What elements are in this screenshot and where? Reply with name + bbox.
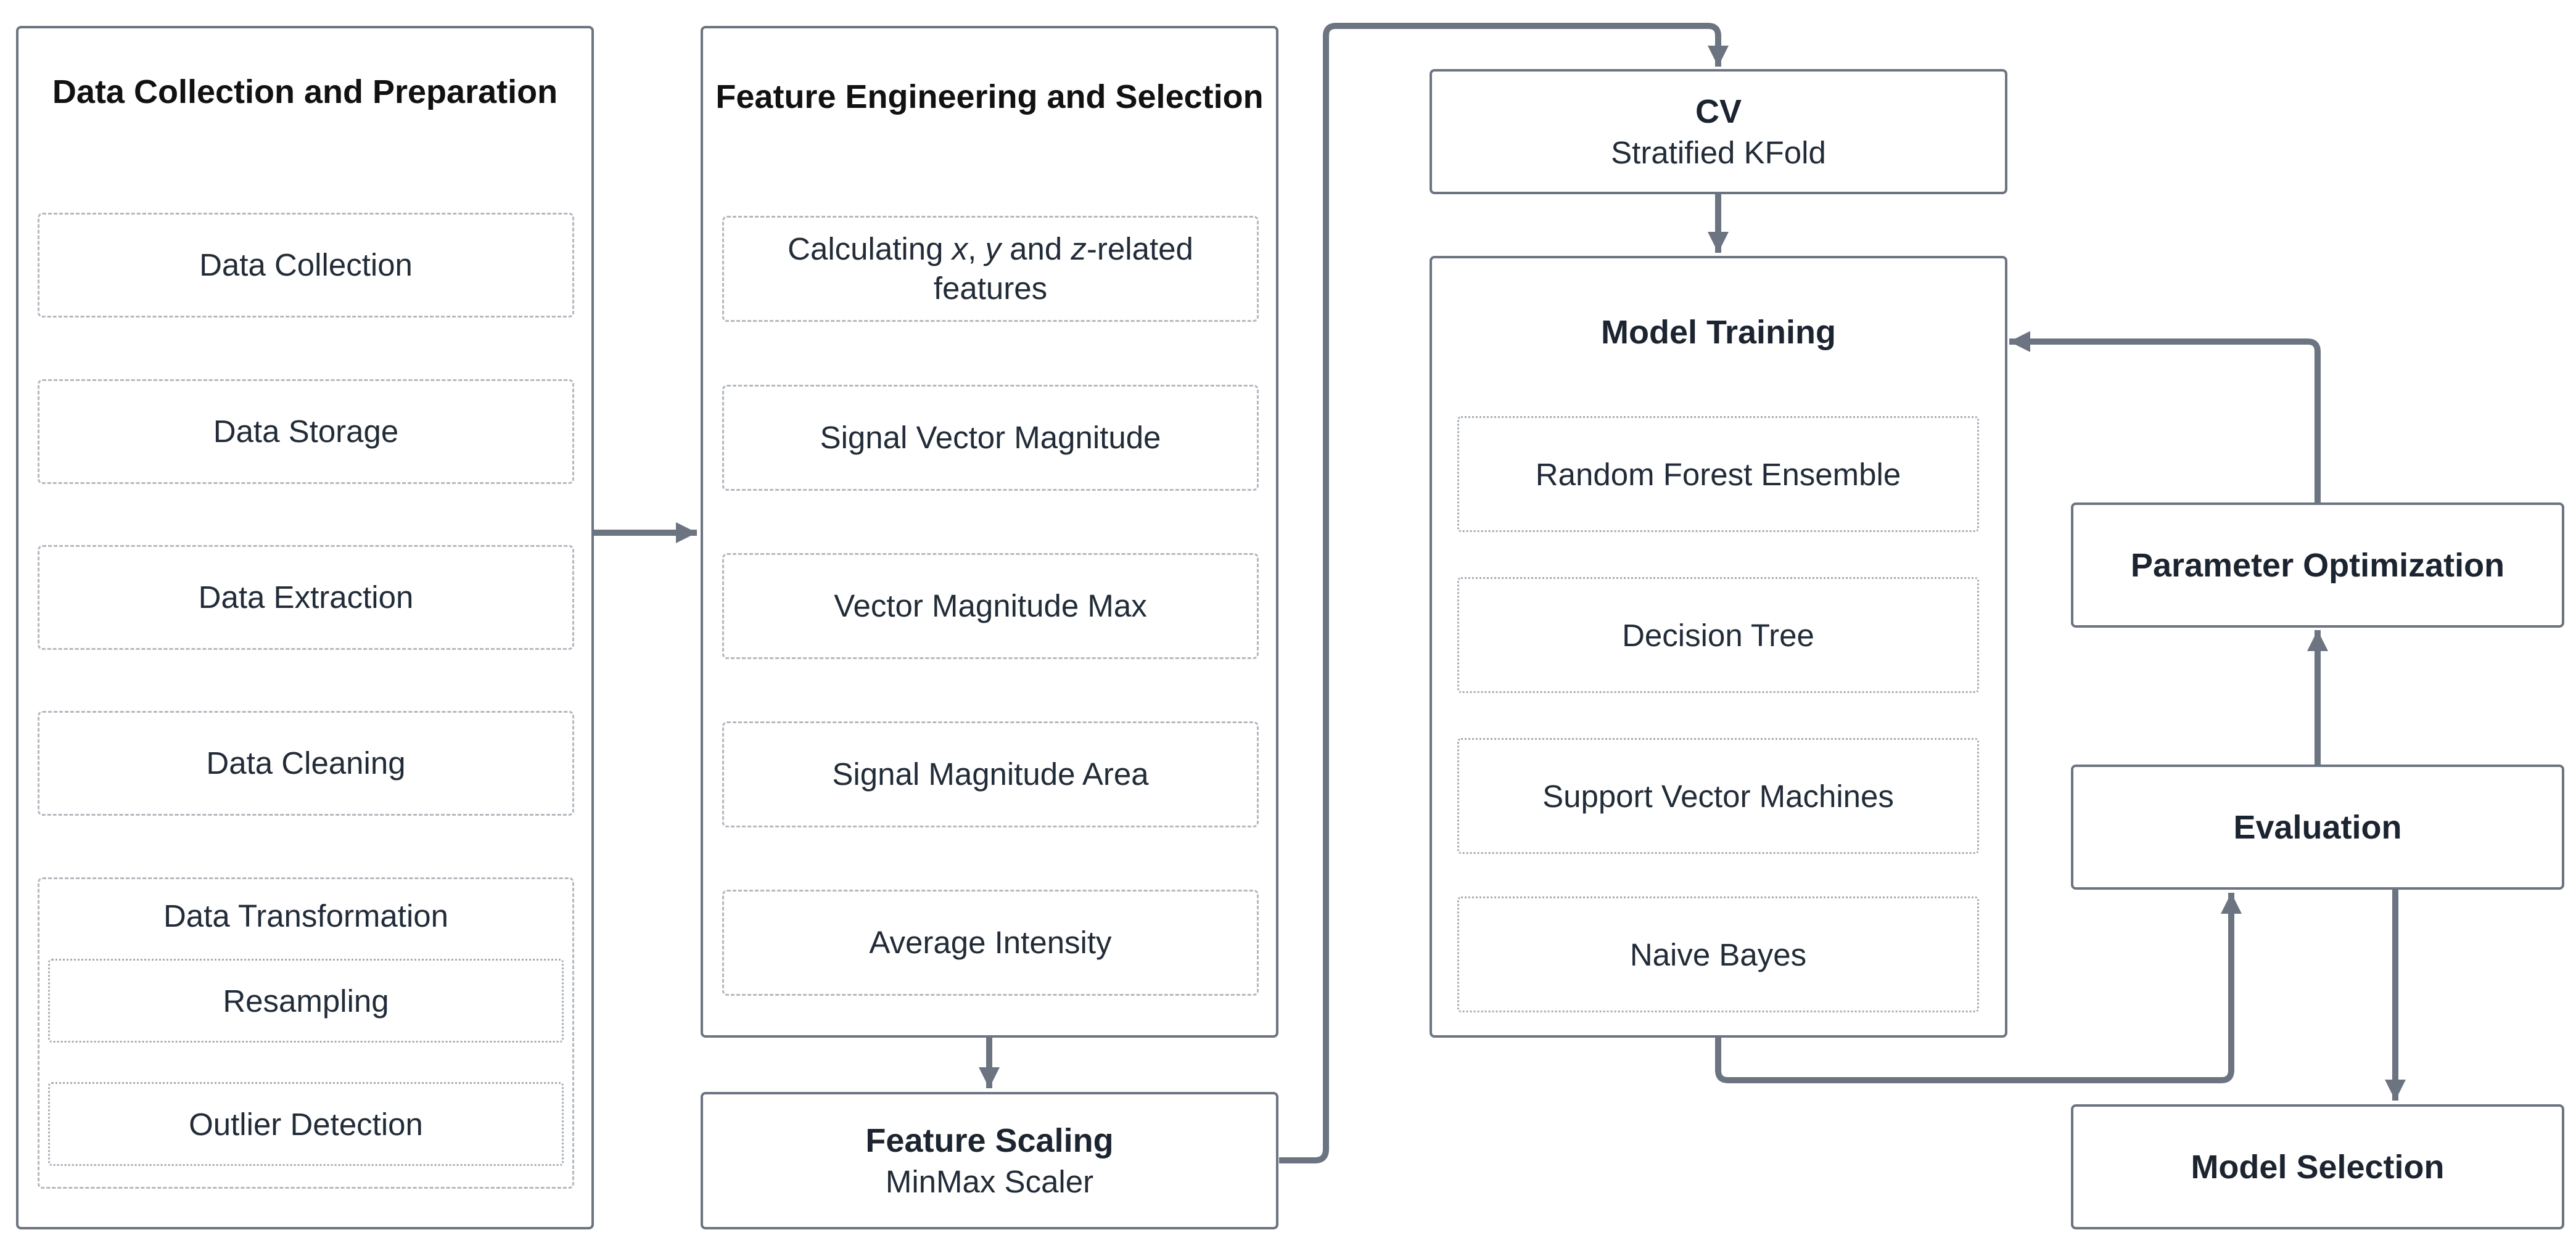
calc-var-z: z [1071, 231, 1087, 267]
parameter-optimization-title: Parameter Optimization [2130, 546, 2505, 584]
step-signal-magnitude-area: Signal Magnitude Area [722, 721, 1259, 827]
calc-sep2: and [1000, 231, 1071, 267]
step-data-extraction: Data Extraction [38, 545, 574, 650]
step-data-cleaning: Data Cleaning [38, 711, 574, 816]
evaluation-box: Evaluation [2071, 765, 2564, 890]
evaluation-title: Evaluation [2233, 808, 2402, 846]
cv-title: CV [1695, 93, 1742, 130]
model-selection-box: Model Selection [2071, 1104, 2564, 1229]
step-data-collection: Data Collection [38, 213, 574, 318]
parameter-optimization-box: Parameter Optimization [2071, 502, 2564, 628]
calc-var-y: y [985, 231, 1001, 267]
model-svm: Support Vector Machines [1457, 738, 1979, 854]
step-vector-magnitude-max: Vector Magnitude Max [722, 553, 1259, 659]
arrow-optimization-to-training [2009, 331, 2321, 502]
sub-step-outlier-detection: Outlier Detection [48, 1082, 564, 1166]
model-training-title: Model Training [1600, 314, 1836, 351]
model-decision-tree: Decision Tree [1457, 577, 1979, 693]
feature-scaling-subtitle: MinMax Scaler [885, 1164, 1094, 1199]
step-average-intensity: Average Intensity [722, 890, 1259, 996]
step-calculating-features: Calculating x, y and z-related features [722, 216, 1259, 322]
arrow-scaling-to-cv [1279, 23, 1729, 1163]
calc-sep1: , [968, 231, 986, 267]
cv-subtitle: Stratified KFold [1611, 135, 1826, 170]
calc-suffix: -related features [933, 231, 1193, 306]
cv-box: CV Stratified KFold [1430, 69, 2007, 194]
step-signal-vector-magnitude: Signal Vector Magnitude [722, 385, 1259, 491]
calc-var-x: x [952, 231, 968, 267]
calc-prefix: Calculating [788, 231, 952, 267]
sub-step-resampling: Resampling [48, 959, 564, 1043]
feature-scaling-title: Feature Scaling [865, 1122, 1114, 1159]
calculating-features-text: Calculating x, y and z-related features [756, 229, 1225, 308]
feature-engineering-title: Feature Engineering and Selection [715, 78, 1264, 115]
model-selection-title: Model Selection [2191, 1148, 2445, 1186]
model-naive-bayes: Naive Bayes [1457, 896, 1979, 1012]
step-data-storage: Data Storage [38, 379, 574, 484]
data-collection-title: Data Collection and Preparation [52, 73, 558, 110]
arrow-training-to-evaluation [1715, 893, 2242, 1083]
feature-engineering-panel [701, 26, 1278, 1038]
model-random-forest: Random Forest Ensemble [1457, 416, 1979, 532]
data-transformation-label: Data Transformation [163, 898, 449, 933]
feature-scaling-box: Feature Scaling MinMax Scaler [701, 1092, 1278, 1229]
